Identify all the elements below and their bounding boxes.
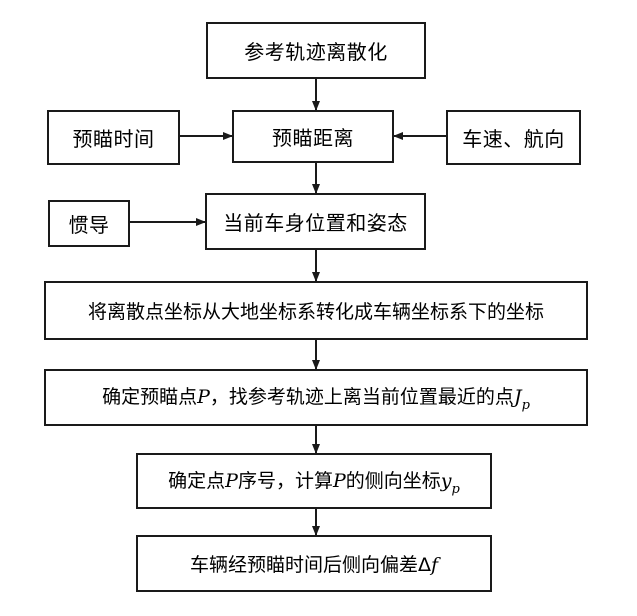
index-lateral-box: 确定点P序号，计算P的侧向坐标yp xyxy=(136,453,492,509)
inertial-nav-label: 惯导 xyxy=(68,213,110,237)
speed-heading-box: 车速、航向 xyxy=(446,110,581,165)
discretize-box: 参考轨迹离散化 xyxy=(206,22,426,79)
point-p-1: P xyxy=(225,469,238,492)
index-lateral-text-1: 确定点 xyxy=(168,469,226,492)
preview-time-label: 预瞄时间 xyxy=(72,127,155,151)
preview-distance-box: 预瞄距离 xyxy=(232,110,394,163)
deviation-text: 车辆经预瞄时间后侧向偏差 xyxy=(189,554,418,576)
point-p-2: P xyxy=(332,469,346,492)
transform-box: 将离散点坐标从大地坐标系转化成车辆坐标系下的坐标 xyxy=(44,281,588,340)
current-pose-box: 当前车身位置和姿态 xyxy=(205,193,426,250)
index-lateral-text-2: 序号，计算 xyxy=(237,469,333,492)
speed-heading-label: 车速、航向 xyxy=(462,127,565,151)
lateral-coord-y: y xyxy=(440,469,452,492)
deviation-label: 车辆经预瞄时间后侧向偏差Δf xyxy=(190,550,438,577)
deviation-f: f xyxy=(430,554,439,576)
index-lateral-text-3: 的侧向坐标 xyxy=(345,469,441,492)
deviation-box: 车辆经预瞄时间后侧向偏差Δf xyxy=(136,535,492,592)
preview-time-box: 预瞄时间 xyxy=(47,110,180,165)
delta-symbol: Δ xyxy=(417,554,431,576)
preview-distance-label: 预瞄距离 xyxy=(272,126,354,150)
find-points-text-1: 确定预瞄点 xyxy=(102,386,198,408)
transform-label: 将离散点坐标从大地坐标系转化成车辆坐标系下的坐标 xyxy=(87,301,544,323)
lateral-coord-y-subscript: p xyxy=(451,481,460,497)
find-points-box: 确定预瞄点P，找参考轨迹上离当前位置最近的点Jp xyxy=(44,369,588,426)
nearest-point-j: J xyxy=(513,386,522,408)
preview-point-p: P xyxy=(197,386,210,408)
find-points-label: 确定预瞄点P，找参考轨迹上离当前位置最近的点Jp xyxy=(102,382,530,413)
discretize-label: 参考轨迹离散化 xyxy=(244,40,388,64)
nearest-point-j-subscript: p xyxy=(521,398,530,413)
current-pose-label: 当前车身位置和姿态 xyxy=(223,211,408,235)
inertial-nav-box: 惯导 xyxy=(48,200,130,247)
find-points-text-2: ，找参考轨迹上离当前位置最近的点 xyxy=(209,386,514,408)
index-lateral-label: 确定点P序号，计算P的侧向坐标yp xyxy=(168,466,460,497)
